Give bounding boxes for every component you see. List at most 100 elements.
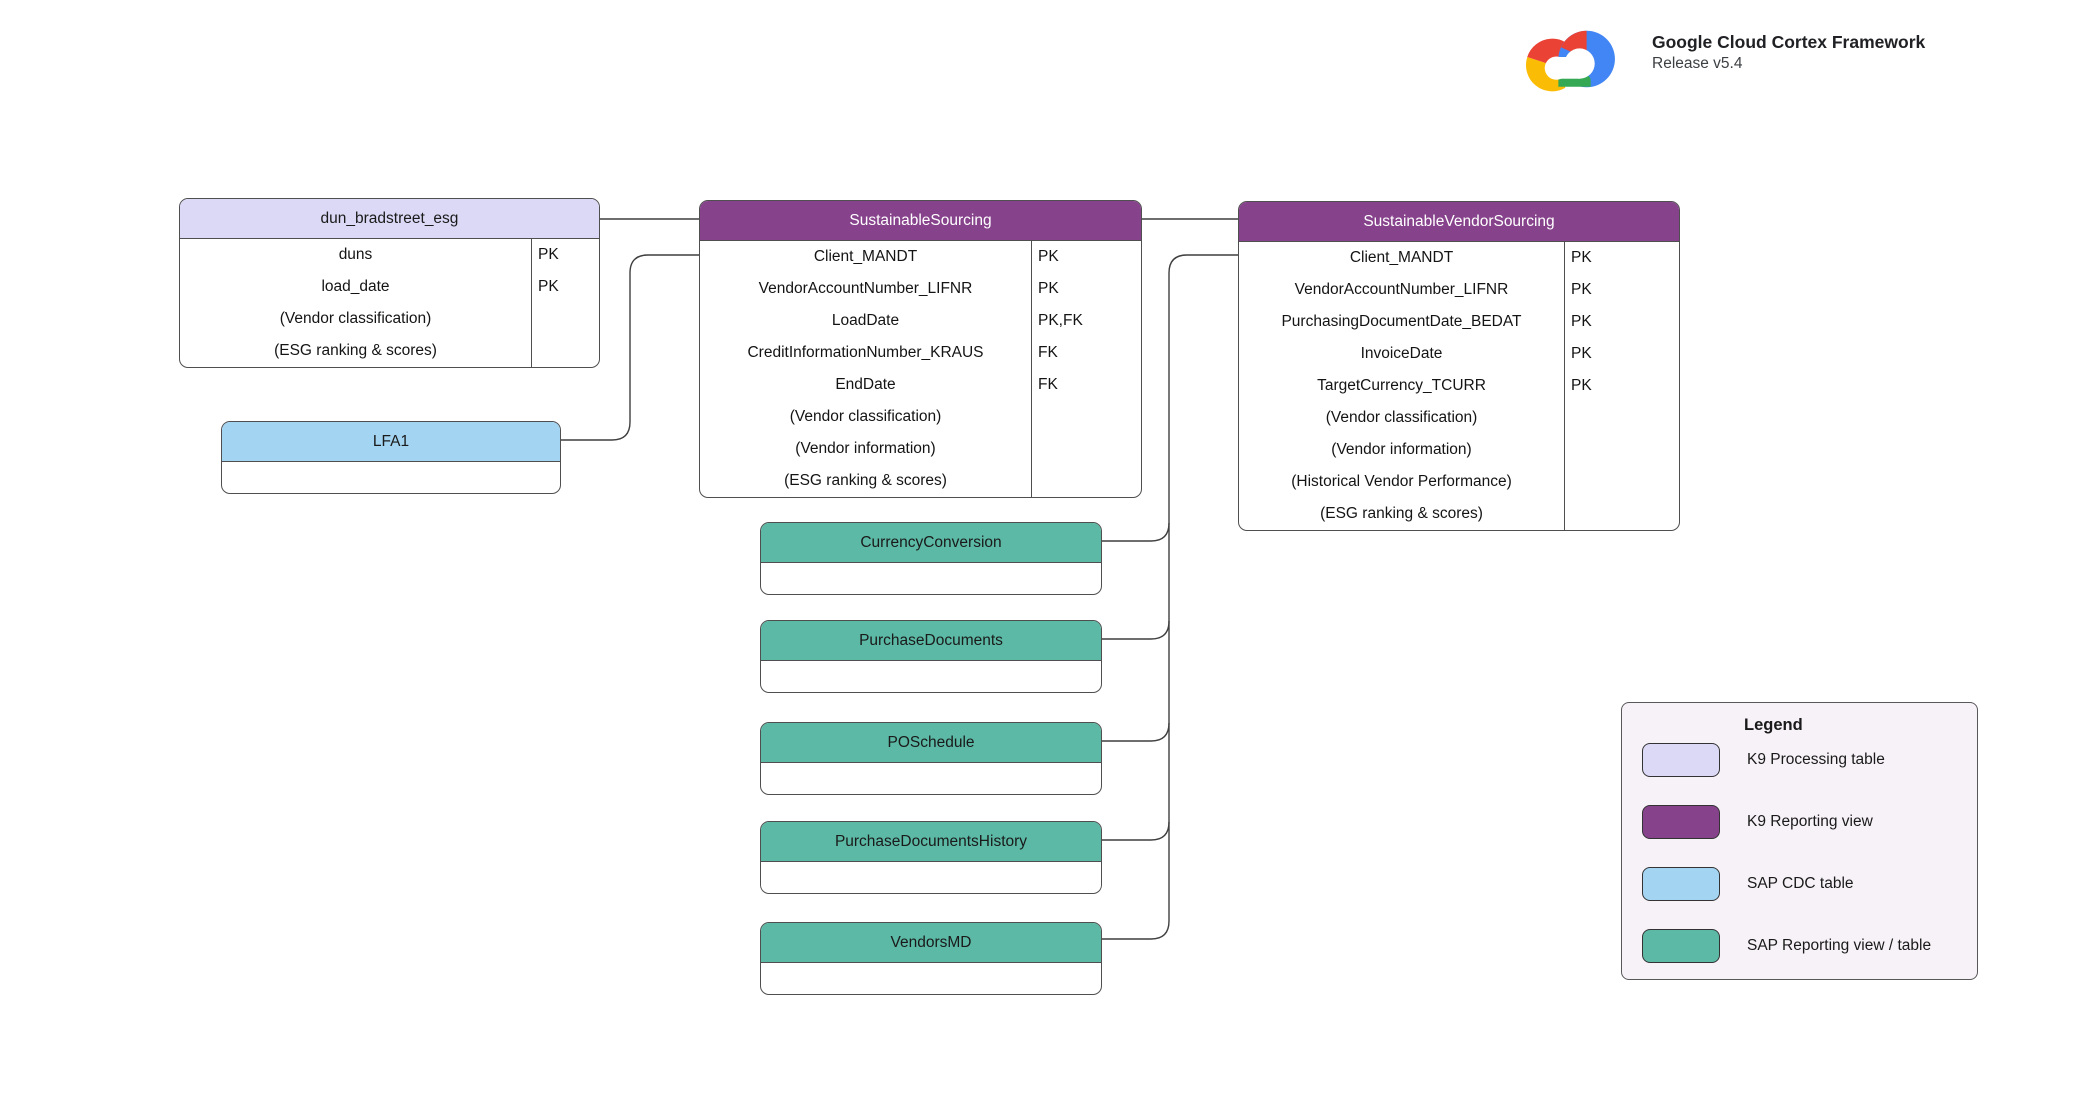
table-body bbox=[761, 963, 1101, 994]
column-key-cell: PK bbox=[1571, 345, 1592, 362]
column-name-cell: (Vendor classification) bbox=[789, 408, 942, 425]
legend: Legend K9 Processing table K9 Reporting v… bbox=[1621, 702, 1978, 980]
brand-block: Google Cloud Cortex Framework Release v5… bbox=[1652, 31, 1925, 75]
column-name-cell: InvoiceDate bbox=[1360, 345, 1443, 362]
column-name-cell: CreditInformationNumber_KRAUS bbox=[747, 344, 984, 361]
table-row: TargetCurrency_TCURR PK bbox=[1239, 370, 1679, 402]
table-header: PurchaseDocuments bbox=[761, 621, 1101, 661]
table-row: (Historical Vendor Performance) bbox=[1239, 466, 1679, 498]
logo-yellow-arc bbox=[1525, 57, 1566, 92]
table-row: (Vendor classification) bbox=[1239, 402, 1679, 434]
google-cloud-logo bbox=[1525, 30, 1615, 92]
table-row: VendorAccountNumber_LIFNR PK bbox=[700, 273, 1141, 305]
table-header: LFA1 bbox=[222, 422, 560, 462]
column-name-cell: LoadDate bbox=[831, 312, 900, 329]
table-body bbox=[761, 563, 1101, 594]
legend-label: K9 Reporting view bbox=[1747, 813, 1873, 830]
table-header: dun_bradstreet_esg bbox=[180, 199, 599, 239]
column-name-cell: PurchasingDocumentDate_BEDAT bbox=[1281, 313, 1522, 330]
table-body bbox=[761, 862, 1101, 893]
column-key-cell: PK bbox=[538, 278, 559, 295]
connector-lfa1-to-sustainablesourcing bbox=[559, 254, 699, 441]
table-row: (Vendor information) bbox=[1239, 434, 1679, 466]
legend-label: K9 Processing table bbox=[1747, 751, 1885, 768]
table-purchasedocumentshistory: PurchaseDocumentsHistory bbox=[760, 821, 1102, 894]
column-key-cell: PK bbox=[538, 246, 559, 263]
table-row: (Vendor classification) bbox=[180, 303, 599, 335]
table-row: (ESG ranking & scores) bbox=[180, 335, 599, 367]
table-vendorsmd: VendorsMD bbox=[760, 922, 1102, 995]
connector-purchasedocumentshistory-to-trunk bbox=[1100, 821, 1170, 841]
table-row: PurchasingDocumentDate_BEDAT PK bbox=[1239, 306, 1679, 338]
column-name-cell: load_date bbox=[321, 278, 390, 295]
column-name-cell: Client_MANDT bbox=[1349, 249, 1454, 266]
table-row: LoadDate PK,FK bbox=[700, 305, 1141, 337]
release-version: Release v5.4 bbox=[1652, 55, 1743, 72]
column-key-cell: PK bbox=[1571, 377, 1592, 394]
table-lfa1: LFA1 bbox=[221, 421, 561, 494]
column-key-cell: FK bbox=[1038, 376, 1058, 393]
legend-label: SAP Reporting view / table bbox=[1747, 937, 1932, 954]
legend-swatch bbox=[1642, 743, 1720, 777]
table-row: EndDate FK bbox=[700, 369, 1141, 401]
table-body bbox=[761, 763, 1101, 794]
column-key-cell: PK bbox=[1571, 281, 1592, 298]
pk-column-divider bbox=[1031, 241, 1033, 497]
connector-currencyconversion-to-trunk bbox=[1100, 522, 1170, 542]
column-key-cell: PK bbox=[1571, 249, 1592, 266]
column-key-cell: PK bbox=[1038, 280, 1059, 297]
table-header: PurchaseDocumentsHistory bbox=[761, 822, 1101, 862]
legend-item: K9 Reporting view bbox=[1642, 805, 1977, 839]
column-name-cell: (ESG ranking & scores) bbox=[274, 342, 437, 359]
legend-title: Legend bbox=[1744, 716, 1803, 734]
column-name-cell: (ESG ranking & scores) bbox=[1320, 505, 1483, 522]
pk-column-divider bbox=[1564, 242, 1566, 530]
column-name-cell: (Vendor classification) bbox=[1325, 409, 1478, 426]
legend-item: SAP Reporting view / table bbox=[1642, 929, 1977, 963]
table-poschedule: POSchedule bbox=[760, 722, 1102, 795]
table-header: POSchedule bbox=[761, 723, 1101, 763]
table-header: VendorsMD bbox=[761, 923, 1101, 963]
connector-trunk-to-sustainablevendorsourcing bbox=[1100, 254, 1238, 940]
table-row: (Vendor information) bbox=[700, 433, 1141, 465]
column-name-cell: VendorAccountNumber_LIFNR bbox=[1294, 281, 1509, 298]
column-name-cell: EndDate bbox=[835, 376, 896, 393]
table-header: CurrencyConversion bbox=[761, 523, 1101, 563]
table-row: VendorAccountNumber_LIFNR PK bbox=[1239, 274, 1679, 306]
column-name-cell: (Vendor classification) bbox=[279, 310, 432, 327]
column-name-cell: duns bbox=[338, 246, 373, 263]
connector-purchasedocuments-to-trunk bbox=[1100, 620, 1170, 640]
column-name-cell: Client_MANDT bbox=[813, 248, 918, 265]
page-title: Google Cloud Cortex Framework bbox=[1652, 32, 1926, 52]
connector-poschedule-to-trunk bbox=[1100, 722, 1170, 742]
table-body: Client_MANDT PK VendorAccountNumber_LIFNR P… bbox=[1239, 242, 1679, 530]
column-key-cell: PK bbox=[1571, 313, 1592, 330]
table-row: CreditInformationNumber_KRAUS FK bbox=[700, 337, 1141, 369]
column-name-cell: (ESG ranking & scores) bbox=[784, 472, 947, 489]
column-name-cell: (Vendor information) bbox=[795, 440, 936, 457]
table-row: Client_MANDT PK bbox=[1239, 242, 1679, 274]
column-name-cell: VendorAccountNumber_LIFNR bbox=[758, 280, 973, 297]
table-row: (Vendor classification) bbox=[700, 401, 1141, 433]
table-row: InvoiceDate PK bbox=[1239, 338, 1679, 370]
column-name-cell: TargetCurrency_TCURR bbox=[1317, 377, 1486, 394]
legend-swatch bbox=[1642, 929, 1720, 963]
logo-white-cloud bbox=[1544, 48, 1595, 80]
legend-swatch bbox=[1642, 805, 1720, 839]
column-key-cell: PK,FK bbox=[1038, 312, 1083, 329]
table-row: (ESG ranking & scores) bbox=[700, 465, 1141, 497]
table-body bbox=[761, 661, 1101, 692]
column-key-cell: FK bbox=[1038, 344, 1058, 361]
legend-item: SAP CDC table bbox=[1642, 867, 1977, 901]
table-header: SustainableVendorSourcing bbox=[1239, 202, 1679, 242]
column-name-cell: (Vendor information) bbox=[1331, 441, 1472, 458]
table-row: load_date PK bbox=[180, 271, 599, 303]
